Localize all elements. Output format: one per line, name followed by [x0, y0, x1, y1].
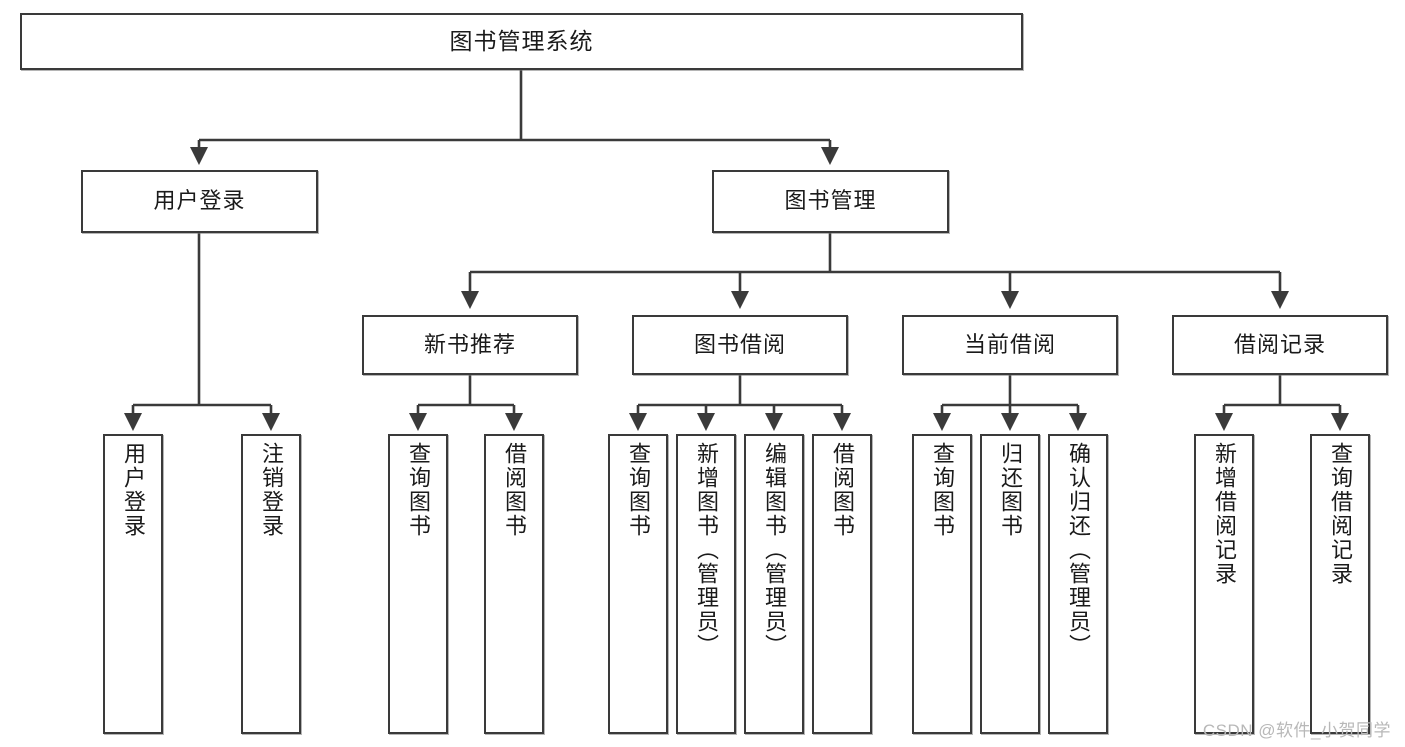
node-label: 当前借阅 [963, 331, 1056, 357]
node-label: 新增借阅记录 [1211, 442, 1237, 586]
node-root-book-management-system[interactable]: 图书管理系统 [20, 13, 1023, 70]
node-label: 图书管理 [784, 188, 877, 214]
node-borrow-record[interactable]: 借阅记录 [1172, 315, 1388, 375]
node-book-borrow[interactable]: 图书借阅 [632, 315, 848, 375]
node-leaf-borrow-book[interactable]: 借阅图书 [812, 434, 872, 734]
node-leaf-query-borrow-record[interactable]: 查询借阅记录 [1310, 434, 1370, 734]
node-leaf-add-book-admin[interactable]: 新增图书（管理员） [676, 434, 736, 734]
node-label: 查询图书 [625, 442, 651, 538]
node-leaf-logout[interactable]: 注销登录 [241, 434, 301, 734]
node-leaf-edit-book-admin[interactable]: 编辑图书（管理员） [744, 434, 804, 734]
node-leaf-query-book-current[interactable]: 查询图书 [912, 434, 972, 734]
node-current-borrow[interactable]: 当前借阅 [902, 315, 1118, 375]
node-new-book-recommend[interactable]: 新书推荐 [362, 315, 578, 375]
node-label: 编辑图书（管理员） [761, 442, 787, 658]
node-label: 图书管理系统 [449, 27, 594, 54]
node-label: 查询图书 [929, 442, 955, 538]
node-leaf-user-login[interactable]: 用户登录 [103, 434, 163, 734]
node-leaf-borrow-book-recommend[interactable]: 借阅图书 [484, 434, 544, 734]
node-label: 新增图书（管理员） [693, 442, 719, 658]
node-label: 归还图书 [997, 442, 1023, 538]
node-label: 查询图书 [405, 442, 431, 538]
node-leaf-query-book-recommend[interactable]: 查询图书 [388, 434, 448, 734]
node-label: 用户登录 [120, 442, 146, 538]
watermark-text: CSDN @软件_小贺同学 [1202, 721, 1391, 740]
node-label: 用户登录 [153, 188, 246, 214]
node-leaf-add-borrow-record[interactable]: 新增借阅记录 [1194, 434, 1254, 734]
node-leaf-query-book-borrow[interactable]: 查询图书 [608, 434, 668, 734]
node-label: 注销登录 [258, 442, 284, 538]
node-leaf-return-book[interactable]: 归还图书 [980, 434, 1040, 734]
node-label: 图书借阅 [693, 331, 786, 357]
node-label: 借阅记录 [1233, 331, 1326, 357]
node-user-login[interactable]: 用户登录 [81, 170, 318, 233]
node-book-management[interactable]: 图书管理 [712, 170, 949, 233]
node-label: 新书推荐 [423, 331, 516, 357]
node-label: 查询借阅记录 [1327, 442, 1353, 586]
node-label: 借阅图书 [829, 442, 855, 538]
node-label: 确认归还（管理员） [1065, 442, 1091, 658]
node-leaf-confirm-return-admin[interactable]: 确认归还（管理员） [1048, 434, 1108, 734]
node-label: 借阅图书 [501, 442, 527, 538]
